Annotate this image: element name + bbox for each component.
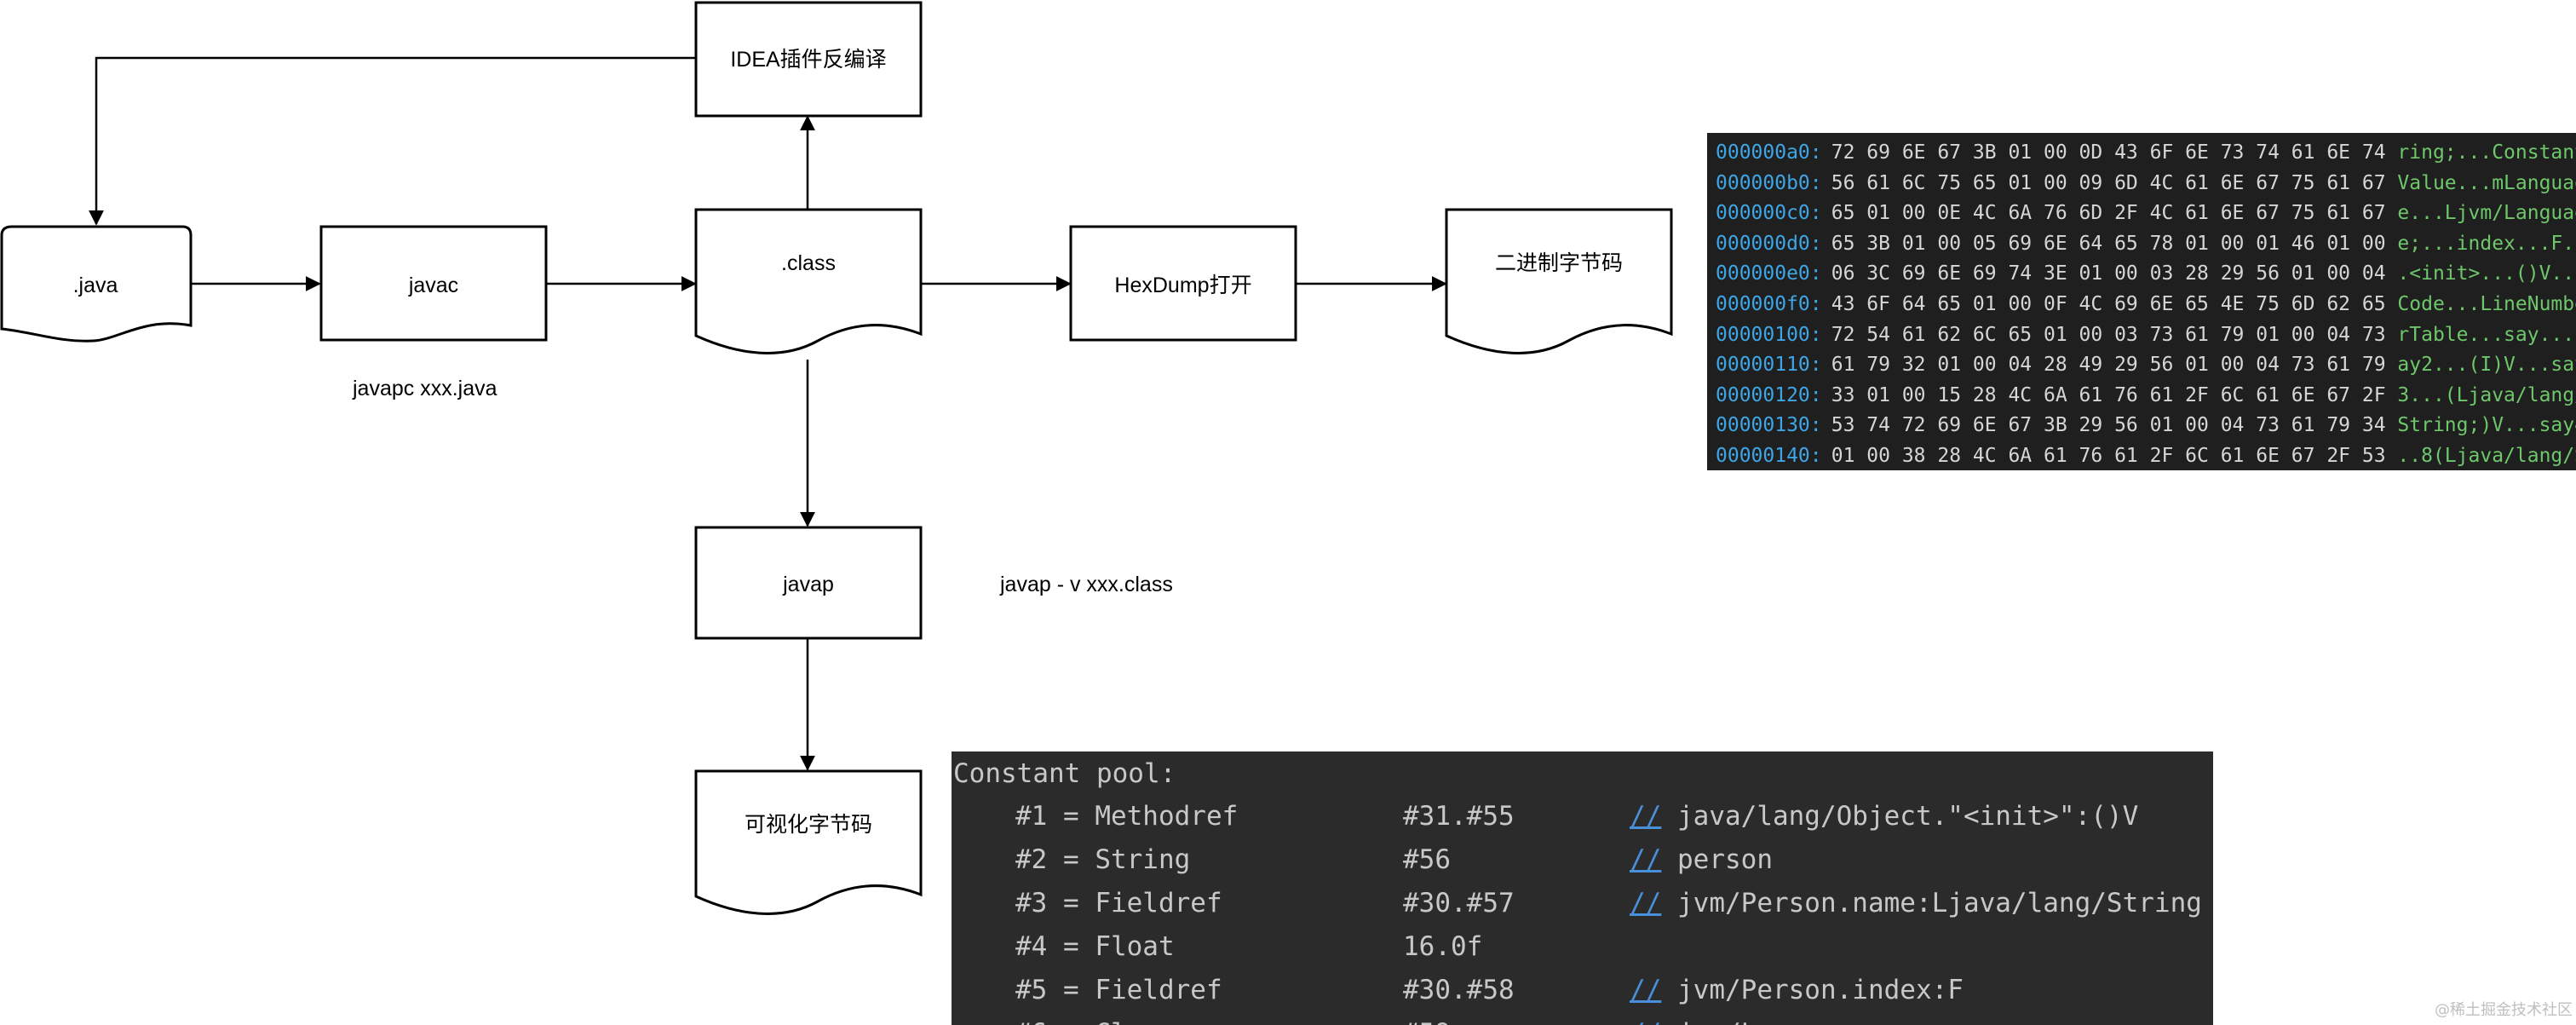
hexdump-row: 000000e0: 06 3C 69 6E 69 74 3E 01 00 03 2… (1716, 259, 2576, 290)
constant-pool-row: #2 = String #56 // person (952, 843, 2213, 877)
hexdump-row: 00000100: 72 54 61 62 6C 65 01 00 03 73 6… (1716, 320, 2576, 351)
nodes (0, 1, 1673, 915)
hexdump-bytes: 01 00 38 28 4C 6A 61 76 61 2F 6C 61 6E 6… (1831, 444, 2386, 467)
hexdump-address: 000000d0: (1716, 232, 1822, 255)
hexdump-address: 00000130: (1716, 414, 1822, 437)
constant-pool-row: #5 = Fieldref #30.#58 // jvm/Person.index:F (952, 973, 2213, 1007)
hexdump-ascii: ..8(Ljava/lang/S (2397, 444, 2576, 467)
hexdump-address: 000000e0: (1716, 262, 1822, 285)
binary-bytecode-node (1445, 208, 1673, 354)
hexdump-ascii: e;...index...F.. (2397, 232, 2576, 255)
watermark: @稀土掘金技术社区 (2435, 1001, 2573, 1019)
hexdump-bytes: 06 3C 69 6E 69 74 3E 01 00 03 28 29 56 0… (1831, 262, 2386, 285)
constant-pool-ref: #30.#57 (1403, 888, 1515, 918)
javac-command-annotation: javapc xxx.java (352, 377, 497, 400)
constant-pool-index: #3 = Fieldref (1015, 888, 1222, 918)
hexdump-bytes: 72 54 61 62 6C 65 01 00 03 73 61 79 01 0… (1831, 323, 2386, 346)
class-node-label: .class (781, 251, 836, 275)
constant-pool-ref: #31.#55 (1403, 801, 1515, 832)
hexdump-row: 00000120: 33 01 00 15 28 4C 6A 61 76 61 2… (1716, 381, 2576, 412)
hexdump-bytes: 72 69 6E 67 3B 01 00 0D 43 6F 6E 73 74 6… (1831, 141, 2386, 164)
hexdump-bytes: 65 3B 01 00 05 69 6E 64 65 78 01 00 01 4… (1831, 232, 2386, 255)
hexdump-ascii: Value...mLanguag (2397, 171, 2576, 194)
hexdump-address: 00000140: (1716, 444, 1822, 467)
constant-pool-index: #5 = Fieldref (1015, 975, 1222, 1005)
constant-pool-comment: person (1677, 844, 1773, 875)
hexdump-node (1069, 225, 1297, 342)
constant-pool-index: #6 = Class (1015, 1016, 1175, 1025)
hexdump-ascii: 3...(Ljava/lang/ (2397, 383, 2576, 406)
constant-pool-row: #3 = Fieldref #30.#57 // jvm/Person.name:Lj… (952, 886, 2213, 920)
hexdump-bytes: 33 01 00 15 28 4C 6A 61 76 61 2F 6C 61 6… (1831, 383, 2386, 406)
constant-pool-panel: Constant pool: #1 = Methodref #31.#55 // ja… (952, 751, 2213, 1025)
hexdump-row: 000000a0: 72 69 6E 67 3B 01 00 0D 43 6F 6… (1716, 138, 2576, 169)
hexdump-bytes: 61 79 32 01 00 04 28 49 29 56 01 00 04 7… (1831, 354, 2386, 377)
hexdump-bytes: 53 74 72 69 6E 67 3B 29 56 01 00 04 73 6… (1831, 414, 2386, 437)
binary-node-label: 二进制字节码 (1495, 251, 1623, 275)
hexdump-panel: 000000a0: 72 69 6E 67 3B 01 00 0D 43 6F 6… (1707, 133, 2576, 470)
hexdump-node-label: HexDump打开 (1114, 274, 1251, 297)
visual-node-label: 可视化字节码 (745, 813, 872, 837)
hexdump-address: 000000b0: (1716, 171, 1822, 194)
hexdump-address: 000000c0: (1716, 202, 1822, 225)
constant-pool-row: #4 = Float 16.0f (952, 930, 2213, 964)
constant-pool-comment: jvm/Language (1677, 1016, 1868, 1025)
constant-pool-index: #1 = Methodref (1015, 801, 1239, 832)
comment-slash: // (1630, 1016, 1661, 1025)
constant-pool-row: #6 = Class #59 // jvm/Language (952, 1016, 2213, 1025)
hexdump-address: 00000100: (1716, 323, 1822, 346)
hexdump-ascii: String;)V...say4 (2397, 414, 2576, 437)
constant-pool-header: Constant pool: (953, 758, 1176, 789)
hexdump-row: 000000c0: 65 01 00 0E 4C 6A 76 6D 2F 4C 6… (1716, 199, 2576, 229)
javap-command-annotation: javap - v xxx.class (999, 573, 1173, 596)
hexdump-row: 00000140: 01 00 38 28 4C 6A 61 76 61 2F 6… (1716, 441, 2576, 470)
hexdump-ascii: ay2...(I)V...say (2397, 354, 2576, 377)
hexdump-address: 00000120: (1716, 383, 1822, 406)
hexdump-bytes: 43 6F 64 65 01 00 0F 4C 69 6E 65 4E 75 6… (1831, 292, 2386, 315)
hexdump-row: 000000b0: 56 61 6C 75 65 01 00 09 6D 4C 6… (1716, 169, 2576, 199)
hexdump-ascii: rTable...say...s (2397, 323, 2576, 346)
hexdump-address: 00000110: (1716, 354, 1822, 377)
comment-slash: // (1630, 975, 1662, 1005)
constant-pool-index: #4 = Float (1015, 931, 1175, 962)
comment-slash: // (1630, 844, 1662, 875)
hexdump-row: 000000d0: 65 3B 01 00 05 69 6E 64 65 78 0… (1716, 229, 2576, 260)
edge-idea-to-java (89, 56, 695, 226)
javac-node (319, 225, 548, 342)
hexdump-ascii: Code...LineNumbe (2397, 292, 2576, 315)
javap-node-label: javap (782, 573, 834, 596)
comment-slash: // (1630, 888, 1662, 918)
constant-pool-row: #1 = Methodref #31.#55 // java/lang/Object.… (952, 799, 2213, 833)
hexdump-ascii: e...Ljvm/Languag (2397, 202, 2576, 225)
idea-node-label: IDEA插件反编译 (730, 48, 886, 72)
constant-pool-comment: jvm/Person.index:F (1677, 975, 1964, 1005)
comment-slash: // (1630, 801, 1662, 832)
hexdump-address: 000000f0: (1716, 292, 1822, 315)
javac-node-label: javac (408, 274, 458, 297)
constant-pool-ref: #59 (1403, 1016, 1451, 1025)
javap-node (694, 526, 923, 640)
class-file-node (694, 208, 923, 354)
java-node-label: .java (73, 274, 118, 297)
hexdump-bytes: 65 01 00 0E 4C 6A 76 6D 2F 4C 61 6E 67 7… (1831, 202, 2386, 225)
hexdump-row: 000000f0: 43 6F 64 65 01 00 0F 4C 69 6E 6… (1716, 290, 2576, 320)
constant-pool-ref: #30.#58 (1403, 975, 1515, 1005)
java-file-node (0, 225, 193, 343)
idea-decompile-node (694, 1, 923, 118)
constant-pool-comment: java/lang/Object."<init>":()V (1677, 801, 2139, 832)
constant-pool-comment: jvm/Person.name:Ljava/lang/String (1677, 888, 2202, 918)
hexdump-ascii: .<init>...()V... (2397, 262, 2576, 285)
hexdump-row: 00000130: 53 74 72 69 6E 67 3B 29 56 01 0… (1716, 411, 2576, 441)
hexdump-row: 00000110: 61 79 32 01 00 04 28 49 29 56 0… (1716, 350, 2576, 381)
visual-bytecode-node (694, 769, 923, 915)
constant-pool-index: #2 = String (1015, 844, 1191, 875)
constant-pool-ref: #56 (1403, 844, 1451, 875)
hexdump-address: 000000a0: (1716, 141, 1822, 164)
constant-pool-ref: 16.0f (1403, 931, 1483, 962)
hexdump-ascii: ring;...Constant (2397, 141, 2576, 164)
edges (89, 56, 1447, 771)
hexdump-bytes: 56 61 6C 75 65 01 00 09 6D 4C 61 6E 67 7… (1831, 171, 2386, 194)
